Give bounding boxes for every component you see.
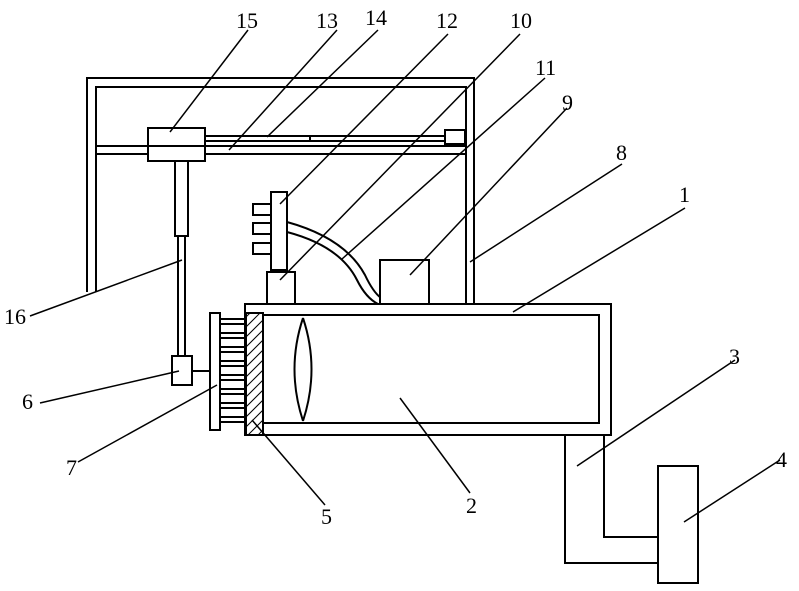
label-6: 6 — [22, 389, 33, 414]
pipe-3 — [565, 435, 658, 563]
leader-6 — [40, 371, 179, 403]
housing-1 — [245, 304, 611, 435]
leader-13 — [229, 30, 337, 150]
hatch-line — [246, 450, 263, 467]
box-4 — [658, 466, 698, 583]
nozzle-mount-12 — [253, 192, 287, 270]
rotating-motor-6 — [172, 356, 210, 385]
bristle — [220, 389, 246, 394]
leader-7 — [78, 385, 217, 462]
label-14: 14 — [365, 5, 387, 30]
label-5: 5 — [321, 504, 332, 529]
water-tank-9 — [380, 260, 429, 304]
label-11: 11 — [535, 55, 556, 80]
bristle — [220, 403, 246, 408]
leader-8 — [470, 164, 622, 262]
label-15: 15 — [236, 8, 258, 33]
bristle — [220, 333, 246, 338]
label-12: 12 — [436, 8, 458, 33]
pump-block-11 — [267, 272, 295, 304]
label-2: 2 — [466, 493, 477, 518]
label-3: 3 — [729, 344, 740, 369]
label-1: 1 — [679, 182, 690, 207]
bristle — [220, 361, 246, 366]
label-7: 7 — [66, 455, 77, 480]
leader-1 — [513, 208, 685, 312]
leader-16 — [30, 260, 182, 316]
bristles — [220, 319, 246, 422]
label-10: 10 — [510, 8, 532, 33]
leader-11 — [342, 78, 545, 259]
leader-12 — [280, 34, 448, 204]
telescopic-rod-16 — [175, 161, 188, 356]
brush-disc-7 — [210, 313, 246, 430]
leader-10 — [280, 34, 520, 280]
leader-15 — [170, 30, 248, 132]
label-4: 4 — [776, 447, 787, 472]
label-9: 9 — [562, 90, 573, 115]
slider-15 — [148, 128, 205, 161]
hatch-line — [246, 440, 263, 457]
hose — [287, 222, 381, 304]
label-13: 13 — [316, 8, 338, 33]
bristle — [220, 417, 246, 422]
motor-10 — [445, 130, 465, 144]
bristle — [220, 347, 246, 352]
bristle — [220, 375, 246, 380]
bristle — [220, 319, 246, 324]
label-8: 8 — [616, 140, 627, 165]
label-16: 16 — [4, 304, 26, 329]
